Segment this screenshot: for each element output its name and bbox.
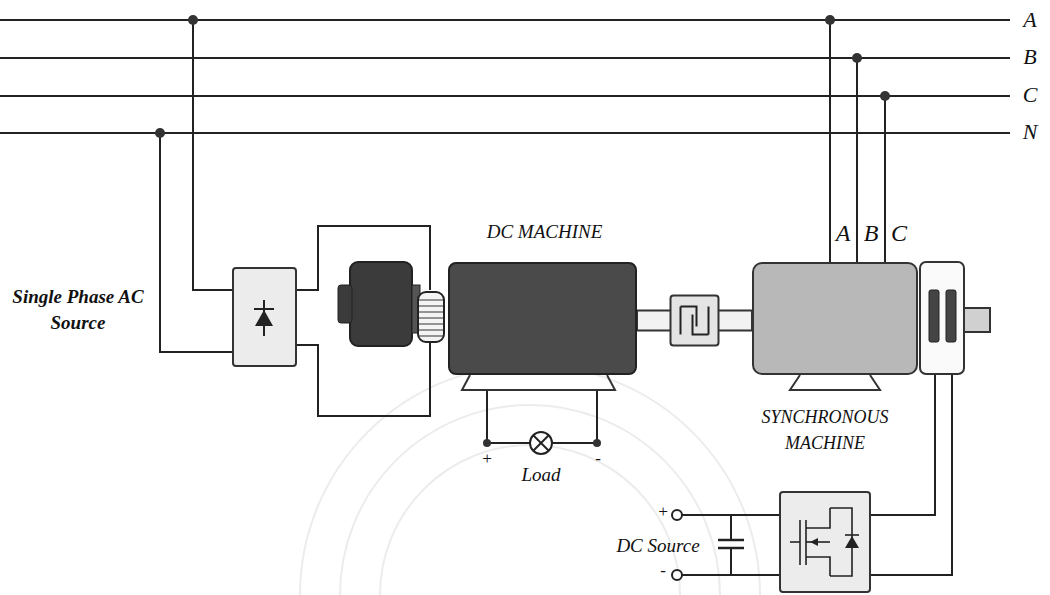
polarity-sign: + — [657, 503, 668, 522]
load-lamp — [530, 432, 552, 454]
coupling-box — [671, 296, 719, 346]
load-label: Load — [521, 465, 560, 486]
polarity-sign: - — [595, 450, 601, 469]
phase-label: A — [1023, 8, 1036, 32]
machine-label: SYNCHRONOUS MACHINE — [750, 404, 900, 456]
inverter-box — [780, 492, 870, 592]
bus-lines — [0, 20, 1010, 133]
source-label: Single Phase AC Source — [8, 284, 148, 335]
rectifier-box — [233, 268, 296, 366]
terminal-label: C — [891, 220, 907, 246]
polarity-sign: + — [481, 450, 492, 469]
capacitor-symbol — [718, 540, 744, 548]
slip-rings — [920, 262, 990, 374]
phase-label: B — [1023, 45, 1036, 69]
watermark-arcs — [300, 365, 760, 595]
coupling-jaws — [681, 307, 709, 335]
junction-dots — [155, 15, 890, 447]
source-label: DC Source — [616, 536, 699, 557]
terminal-label: B — [864, 220, 879, 246]
exciter-and-commutator — [338, 262, 444, 346]
polarity-sign: - — [660, 562, 666, 581]
phase-label: C — [1023, 83, 1038, 107]
phase-label: N — [1023, 120, 1038, 144]
machine-label: DC MACHINE — [487, 222, 603, 243]
synchronous-machine: SYNCHRONOUS MACHINE — [752, 262, 918, 375]
machine-feet — [462, 375, 880, 390]
shaft-coupling — [637, 296, 752, 346]
terminal-label: A — [836, 220, 851, 246]
dc-machine: DC MACHINE — [448, 262, 637, 375]
